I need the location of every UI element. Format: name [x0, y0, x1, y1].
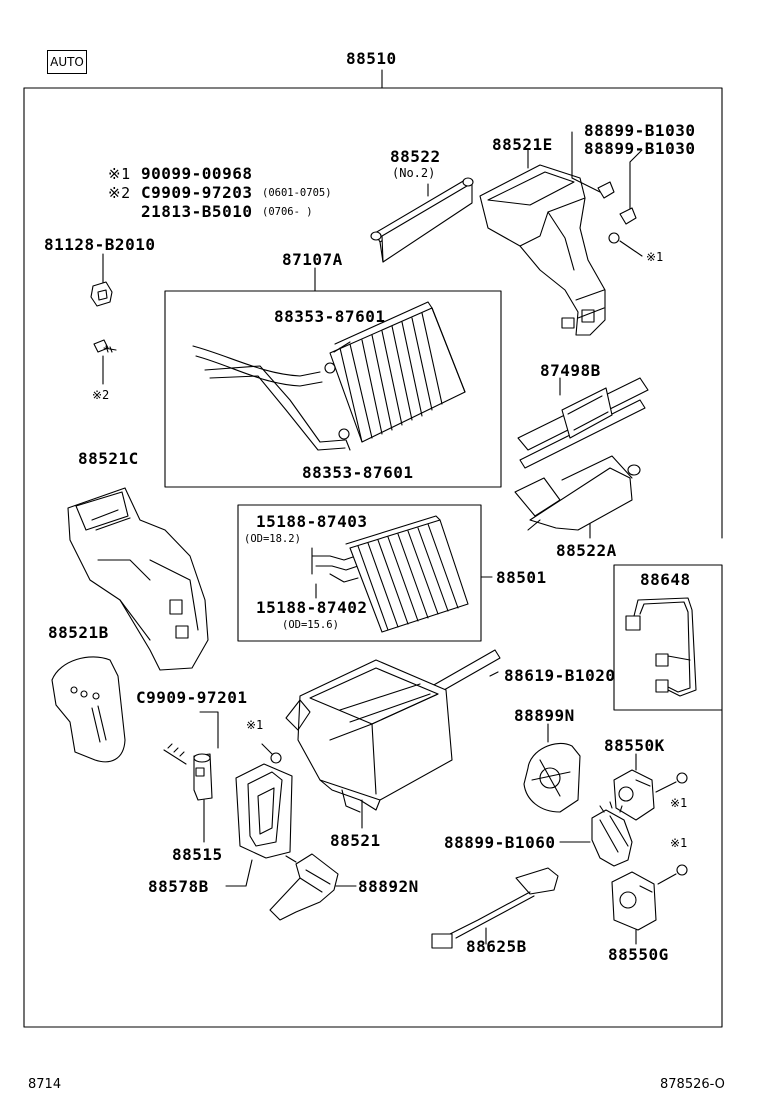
label-88522: 88522 [390, 147, 441, 166]
label-88521C: 88521C [78, 449, 139, 468]
case-main-icon [262, 660, 452, 828]
evaporator-icon [193, 302, 465, 450]
gear-link-88899-B1060-icon [566, 802, 632, 866]
label-81128-B2010: 81128-B2010 [44, 235, 156, 254]
label-88550K: 88550K [604, 736, 665, 755]
label-od-18-2: (OD=18.2) [244, 533, 301, 545]
label-88501: 88501 [496, 568, 547, 587]
screw-icon [94, 340, 116, 384]
label-88522-sub: (No.2) [392, 166, 436, 180]
wire-harness-icon [626, 598, 696, 696]
main-frame [24, 70, 722, 1027]
evaporator-box [165, 291, 501, 487]
fan-damper-88899N-icon [524, 724, 580, 812]
label-88899-B1060: 88899-B1060 [444, 833, 556, 852]
ref-1-mid: ※1 [246, 718, 264, 732]
heater-core-icon [312, 516, 468, 632]
label-88578B: 88578B [148, 877, 209, 896]
sensor-88515-icon [164, 712, 218, 842]
actuator-88550K-icon [614, 754, 687, 820]
label-88515: 88515 [172, 845, 223, 864]
label-87107A: 87107A [282, 250, 343, 269]
footnote-2-part-b: 21813-B5010 [141, 202, 253, 221]
label-15188-87403: 15188-87403 [256, 512, 368, 531]
footnote-1-mark: ※1 [108, 165, 131, 183]
ref-1-top: ※1 [646, 250, 664, 264]
actuator-88550G-icon [612, 865, 687, 944]
label-88899N: 88899N [514, 706, 575, 725]
footnote-2-range-b: (0706- ) [262, 206, 313, 218]
label-C9909-97201: C9909-97201 [136, 688, 248, 707]
leader-lines [334, 342, 566, 842]
footnote-1-part: 90099-00968 [141, 164, 253, 183]
clip-nut-icon [91, 254, 112, 306]
label-88899-B1030-a: 88899-B1030 [584, 121, 696, 140]
label-88521: 88521 [330, 831, 381, 850]
cover-88521B-icon [52, 657, 125, 762]
label-88522A: 88522A [556, 541, 617, 560]
label-87498B: 87498B [540, 361, 601, 380]
label-od-15-6: (OD=15.6) [282, 619, 339, 631]
footnote-2-range-a: (0601-0705) [262, 187, 332, 199]
harness-box [614, 565, 722, 710]
label-88625B: 88625B [466, 937, 527, 956]
label-15188-87402: 15188-87402 [256, 598, 368, 617]
air-filter-88522A-icon [515, 456, 640, 538]
label-88353-top: 88353-87601 [274, 307, 386, 326]
air-filter-2-icon [371, 178, 473, 262]
auto-badge: AUTO [47, 50, 87, 74]
footnote-2-mark: ※2 [108, 184, 131, 202]
seal-strip-icon [432, 650, 500, 694]
ref-1-k: ※1 [670, 796, 688, 810]
duct-88578B-icon [226, 764, 292, 886]
ref-2-left: ※2 [92, 388, 110, 402]
clip-b1030-icon [572, 132, 642, 256]
footnote-2-part-a: C9909-97203 [141, 183, 253, 202]
label-88899-B1030-b: 88899-B1030 [584, 139, 696, 158]
case-left-icon [68, 488, 208, 670]
air-duct-87498B-icon [518, 378, 648, 468]
label-88550G: 88550G [608, 945, 669, 964]
label-88521B: 88521B [48, 623, 109, 642]
footer-right-code: 878526-O [660, 1077, 725, 1092]
sensor-wire-88625B-icon [432, 868, 558, 948]
main-part-number: 88510 [346, 49, 397, 68]
heater-core-box [238, 505, 481, 641]
footer-left-code: 8714 [28, 1077, 62, 1092]
label-88619-B1020: 88619-B1020 [504, 666, 616, 685]
lever-88892N-icon [270, 854, 356, 920]
case-upper-icon [480, 150, 605, 335]
label-88648: 88648 [640, 570, 691, 589]
label-88892N: 88892N [358, 877, 419, 896]
label-88353-bottom: 88353-87601 [302, 463, 414, 482]
ref-1-g: ※1 [670, 836, 688, 850]
label-88521E: 88521E [492, 135, 553, 154]
